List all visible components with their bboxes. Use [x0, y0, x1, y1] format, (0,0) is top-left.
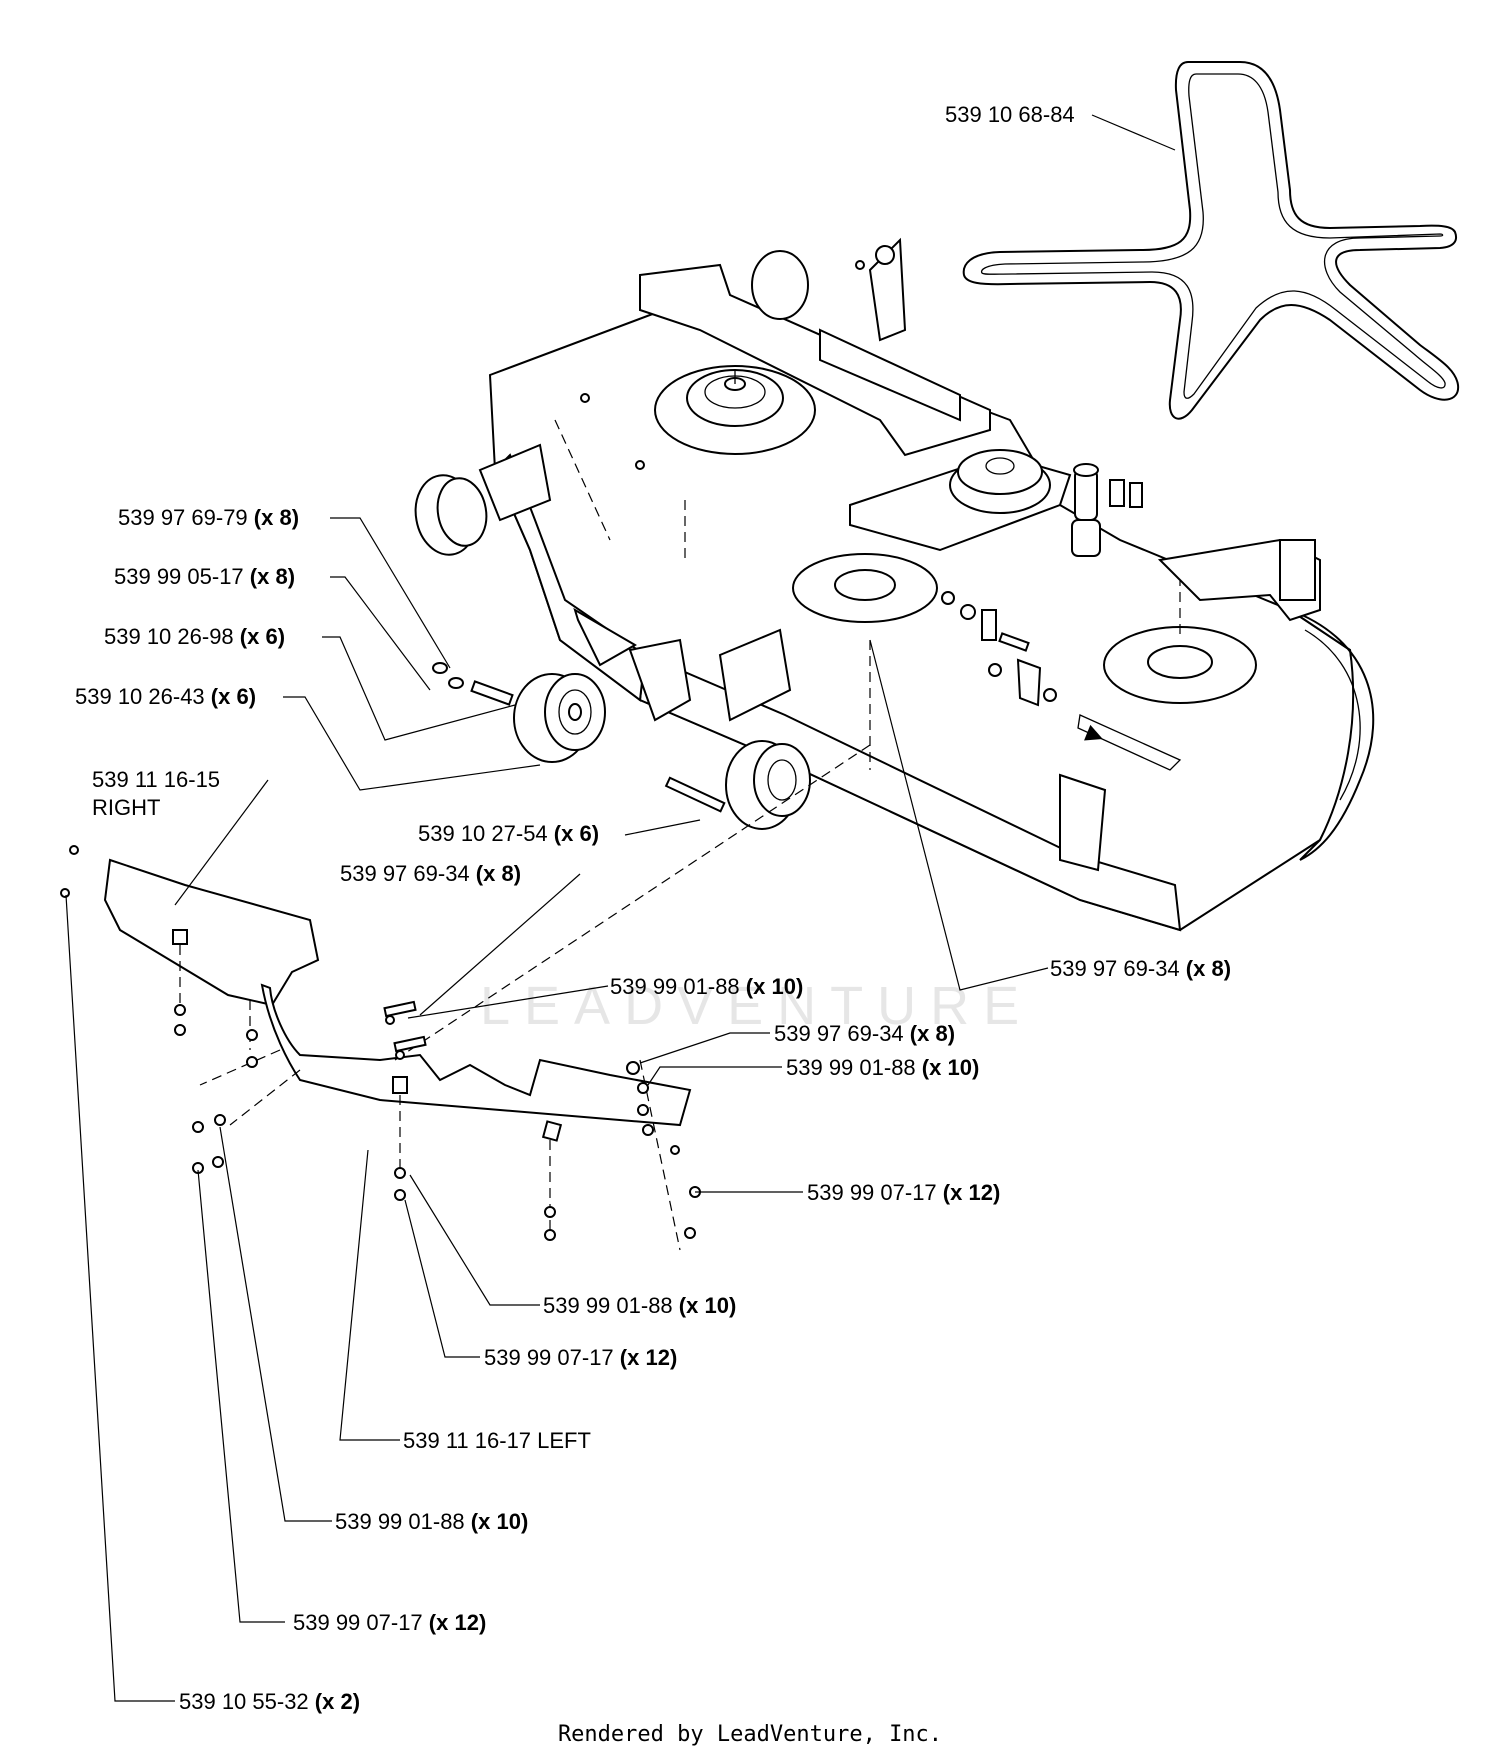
leader-lines — [65, 114, 1176, 1702]
callout-17: 539 99 07-17 (x 12) — [293, 1610, 486, 1635]
front-gauge-wheel-1 — [432, 607, 637, 763]
callout-3: 539 10 26-98 (x 6) — [104, 624, 285, 649]
callout-16: 539 99 01-88 (x 10) — [335, 1509, 528, 1534]
shield-fasteners — [60, 845, 701, 1241]
callout-labels: 539 10 68-84 539 97 69-79 (x 8) 539 99 0… — [75, 102, 1231, 1714]
callout-11: 539 99 01-88 (x 10) — [786, 1055, 979, 1080]
callout-7: 539 97 69-34 (x 8) — [340, 861, 521, 886]
callout-15: 539 11 16-17 LEFT — [403, 1428, 591, 1453]
callout-9: 539 99 01-88 (x 10) — [610, 974, 803, 999]
callout-18: 539 10 55-32 (x 2) — [179, 1689, 360, 1714]
callout-10: 539 97 69-34 (x 8) — [774, 1021, 955, 1046]
callout-8: 539 97 69-34 (x 8) — [1050, 956, 1231, 981]
deck-hardware — [941, 591, 1057, 707]
part-number: 539 10 68-84 — [945, 102, 1075, 127]
rear-gauge-wheel-left — [414, 443, 552, 556]
callout-belt: 539 10 68-84 — [945, 102, 1075, 127]
callout-13: 539 99 01-88 (x 10) — [543, 1293, 736, 1318]
belt-part — [962, 61, 1460, 420]
front-gauge-wheel-2 — [628, 638, 811, 830]
callout-6: 539 10 27-54 (x 6) — [418, 821, 599, 846]
footer-credit: Rendered by LeadVenture, Inc. — [557, 1722, 943, 1747]
callout-2: 539 99 05-17 (x 8) — [114, 564, 295, 589]
callout-5: 539 11 16-15 — [92, 767, 220, 792]
mower-deck-part: ▶ — [488, 260, 1375, 932]
callout-4: 539 10 26-43 (x 6) — [75, 684, 256, 709]
callout-5-right: RIGHT — [92, 795, 160, 820]
callout-14: 539 99 07-17 (x 12) — [484, 1345, 677, 1370]
rear-gauge-wheel-right — [751, 237, 907, 342]
callout-1: 539 97 69-79 (x 8) — [118, 505, 299, 530]
right-shield-part — [103, 858, 320, 1050]
left-shield-part — [199, 744, 871, 1251]
watermark: LEADVENTURE — [480, 976, 1034, 1036]
callout-12: 539 99 07-17 (x 12) — [807, 1180, 1000, 1205]
